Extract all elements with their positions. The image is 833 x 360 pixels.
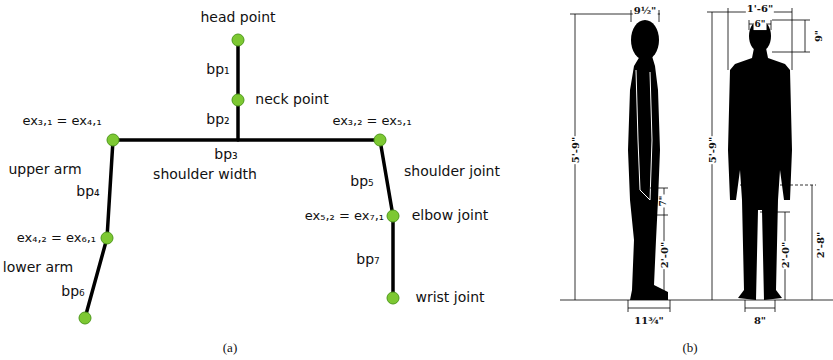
joint-dots — [79, 34, 399, 324]
spine-line — [236, 40, 240, 140]
joint-dot — [387, 292, 399, 304]
dimension-line — [772, 20, 810, 21]
dimension-line — [650, 215, 668, 216]
panel-label: (b) — [682, 341, 697, 355]
skeleton — [85, 40, 393, 318]
shoulder-line — [113, 138, 380, 142]
segment-label: bp₂ — [206, 112, 229, 127]
dimension-line — [628, 300, 629, 312]
dimension-line — [812, 185, 813, 300]
segment-label: bp₃ — [214, 147, 237, 162]
front-head — [749, 20, 771, 52]
side-head — [631, 20, 659, 60]
dimension-line — [745, 308, 775, 309]
dimension-line — [670, 300, 671, 312]
part-label: shoulder width — [153, 167, 257, 182]
dimension-line — [772, 52, 810, 53]
dimension-line — [631, 10, 632, 22]
extremity-label: ex₅,₂ = ex₇,₁ — [305, 209, 384, 223]
joint-dot — [101, 232, 113, 244]
dimension-line — [792, 8, 793, 70]
segment-label: bp₄ — [76, 184, 99, 199]
dimension-line — [659, 10, 660, 22]
dimension-label: 9" — [813, 29, 824, 43]
joint-dot — [107, 134, 119, 146]
point-label: wrist joint — [415, 290, 484, 305]
dimension-line — [745, 300, 746, 312]
dimension-label: 1'-6" — [746, 3, 774, 14]
segment-label: bp₆ — [61, 284, 84, 299]
dimension-label: 11¾" — [633, 315, 665, 326]
dimension-line — [771, 20, 772, 30]
silhouettes — [628, 20, 792, 300]
dimension-label: 7" — [659, 195, 669, 208]
point-label: elbow joint — [412, 208, 489, 223]
joint-dot — [232, 94, 244, 106]
dimension-line — [740, 185, 816, 186]
part-label: lower arm — [3, 260, 73, 275]
segment-label: bp₅ — [350, 174, 373, 189]
dimension-label: 2'-8" — [815, 231, 826, 259]
dimension-line — [775, 300, 776, 312]
panel-label: (a) — [223, 341, 237, 355]
front-body — [728, 48, 792, 300]
point-label: head point — [200, 10, 275, 25]
lower-arm-line — [391, 216, 395, 298]
dimension-label: 9½" — [633, 5, 658, 16]
dimension-line — [760, 212, 790, 213]
dimension-label: 8" — [753, 315, 767, 326]
arm-outline — [636, 70, 652, 200]
dimension-label: 6" — [754, 20, 767, 30]
segment-label: bp₇ — [356, 252, 379, 267]
dimension-line — [650, 188, 668, 189]
point-label: shoulder joint — [404, 164, 500, 179]
dimension-lines — [560, 8, 833, 312]
dimension-label: 2'-0" — [659, 241, 670, 269]
extremity-label: ex₃,₂ = ex₅,₁ — [332, 114, 411, 128]
dimension-line — [805, 20, 806, 52]
joint-dot — [232, 34, 244, 46]
part-label: upper arm — [8, 162, 81, 177]
segment-label: bp₁ — [206, 62, 229, 77]
side-arm — [636, 70, 652, 200]
joint-dot — [79, 312, 91, 324]
dimension-line — [728, 8, 729, 70]
ground-line — [560, 300, 833, 301]
lower-arm-line — [85, 238, 107, 318]
joint-dot — [387, 210, 399, 222]
dimension-label: 5'-9" — [570, 136, 581, 164]
dimension-label: 2'-0" — [780, 241, 791, 269]
joint-dot — [374, 134, 386, 146]
point-label: neck point — [255, 92, 328, 107]
upper-arm-line — [380, 140, 393, 216]
upper-arm-line — [107, 140, 113, 238]
extremity-label: ex₃,₁ = ex₄,₁ — [22, 114, 101, 128]
dimension-line — [749, 20, 750, 30]
dimension-label: 5'-9" — [707, 136, 718, 164]
extremity-label: ex₄,₂ = ex₆,₁ — [17, 231, 96, 245]
dimension-line — [628, 308, 670, 309]
